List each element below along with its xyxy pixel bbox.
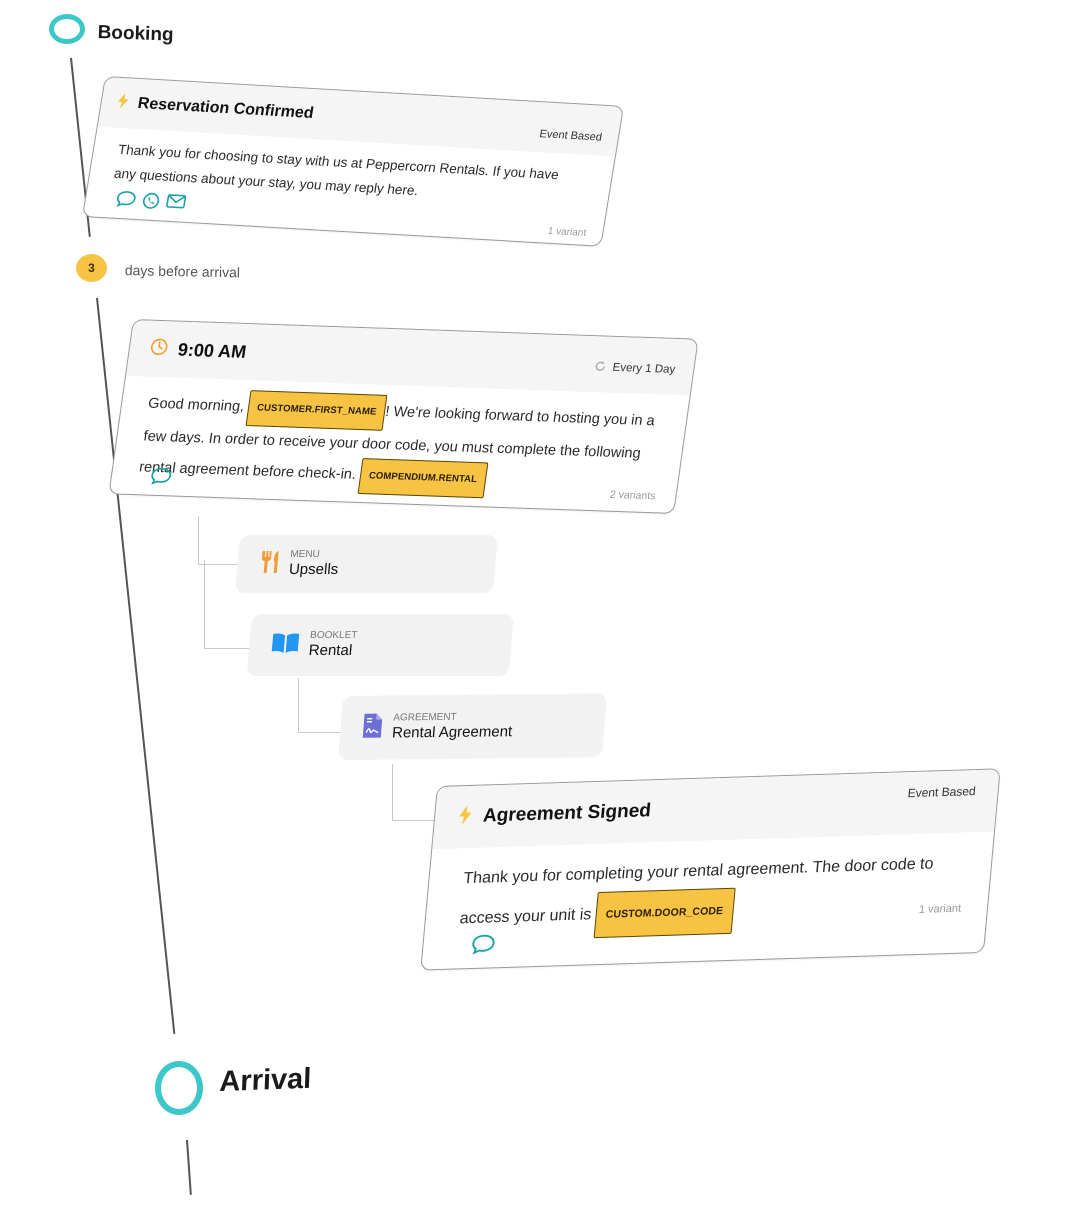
card-title: Agreement Signed <box>482 800 652 827</box>
resource-booklet-rental[interactable]: BOOKLET Rental <box>246 614 515 676</box>
connector-line <box>198 516 245 565</box>
timeline-rail <box>186 1139 192 1195</box>
repeat-label: Every 1 Day <box>611 361 677 376</box>
email-icon[interactable] <box>164 193 188 217</box>
days-offset-label: days before arrival <box>124 262 241 281</box>
variant-count: 1 variant <box>546 225 588 239</box>
connector-line <box>298 678 347 733</box>
repeat-badge: Every 1 Day <box>593 360 676 378</box>
stage-title-arrival: Arrival <box>218 1062 312 1099</box>
repeat-icon <box>593 360 607 375</box>
signed-document-icon <box>361 712 383 743</box>
trigger-type-badge: Event Based <box>907 784 977 801</box>
days-offset-badge: 3 <box>76 254 107 282</box>
stage-title-booking: Booking <box>97 22 174 46</box>
variant-count: 1 variant <box>918 902 962 916</box>
resource-kind: MENU <box>289 549 321 560</box>
stage-marker-ring <box>49 14 85 44</box>
card-title: Reservation Confirmed <box>136 94 315 123</box>
resource-name: Rental <box>308 642 353 659</box>
variant-count: 2 variants <box>609 488 657 503</box>
clock-icon <box>148 337 169 361</box>
variable-chip-custom-door-code: CUSTOM.DOOR_CODE <box>593 887 736 939</box>
variable-chip-compendium-rental: COMPENDIUM.RENTAL <box>357 458 489 499</box>
variable-chip-customer-first-name: CUSTOMER.FIRST_NAME <box>245 390 388 431</box>
utensils-icon <box>258 550 283 579</box>
connector-line <box>392 764 441 821</box>
resource-kind: BOOKLET <box>309 630 358 641</box>
lightning-bolt-icon <box>116 92 129 113</box>
sms-icon[interactable] <box>470 933 496 960</box>
resource-name: Upsells <box>288 561 339 578</box>
sms-icon[interactable] <box>148 467 173 491</box>
body-text: Good morning, <box>147 395 246 415</box>
message-body: Good morning, CUSTOMER.FIRST_NAME! We're… <box>111 376 690 505</box>
channel-list <box>148 467 173 491</box>
stage-marker-ring <box>155 1061 203 1115</box>
scheduled-time: 9:00 AM <box>176 339 248 362</box>
message-card-reservation-confirmed[interactable]: Reservation Confirmed Event Based Thank … <box>81 76 625 247</box>
channel-list <box>114 190 188 217</box>
message-card-agreement-signed[interactable]: Agreement Signed Event Based Thank you f… <box>420 768 1001 971</box>
sms-icon[interactable] <box>114 190 138 214</box>
whatsapp-icon[interactable] <box>140 191 162 215</box>
message-body: Thank you for completing your rental agr… <box>424 832 994 944</box>
message-card-scheduled[interactable]: 9:00 AM Every 1 Day Good morning, CUSTOM… <box>108 319 699 515</box>
trigger-type-badge: Event Based <box>538 128 603 144</box>
book-icon <box>270 632 300 659</box>
resource-menu-upsells[interactable]: MENU Upsells <box>234 535 498 593</box>
connector-line <box>204 560 255 649</box>
channel-list <box>470 933 496 960</box>
resource-name: Rental Agreement <box>391 723 513 742</box>
lightning-bolt-icon <box>458 804 472 829</box>
resource-agreement-rental-agreement[interactable]: AGREEMENT Rental Agreement <box>338 693 607 761</box>
